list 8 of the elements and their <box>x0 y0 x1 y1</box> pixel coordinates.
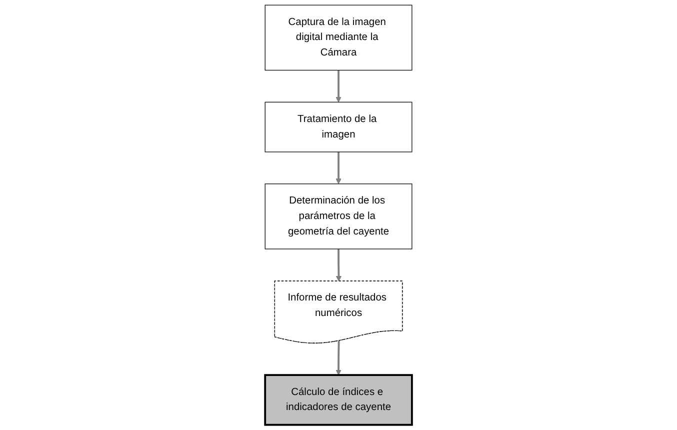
arrow <box>336 70 342 102</box>
arrow <box>336 340 342 376</box>
arrow <box>336 249 342 282</box>
node-box: Determinación de los parámetros de la geometría del cayente <box>264 184 412 250</box>
node-box: Cálculo de índices e indicadores de cayente <box>264 374 413 426</box>
arrow <box>336 152 342 184</box>
node-box: Tratamiento de la imagen <box>264 102 412 152</box>
node-box: Captura de la imagen digital mediante la Cámara <box>264 4 412 71</box>
